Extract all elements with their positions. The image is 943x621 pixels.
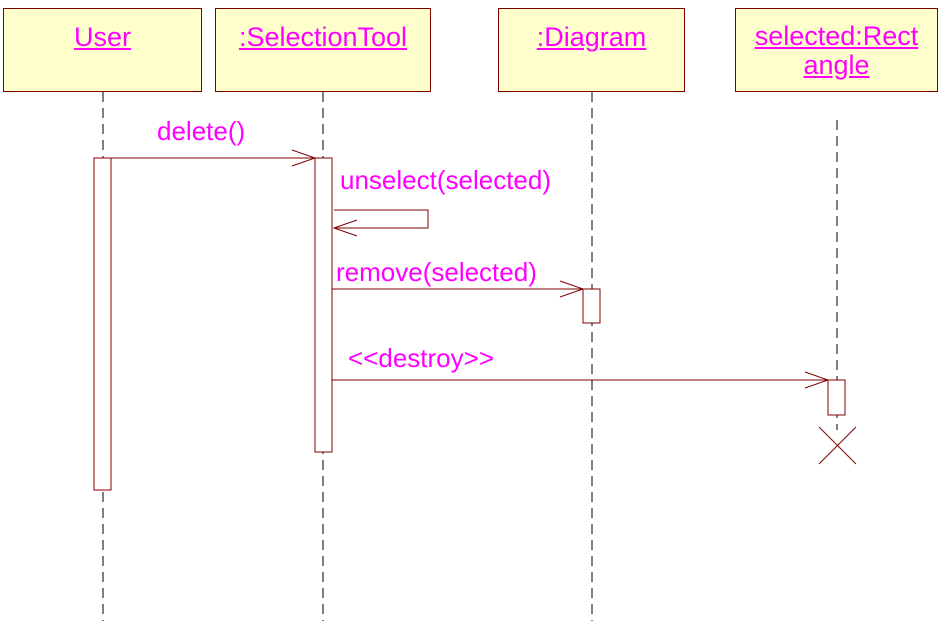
participant-user: User — [3, 8, 202, 92]
message-remove-arrow — [332, 280, 585, 298]
message-delete-label: delete() — [157, 116, 246, 146]
participant-rectangle-label-line1: selected:Rect — [754, 21, 919, 51]
activation-user — [93, 157, 112, 491]
destroy-x-icon — [818, 426, 857, 465]
participant-rectangle-label-line2: angle — [803, 50, 870, 80]
participant-diagram: :Diagram — [498, 8, 685, 92]
message-delete-arrow — [111, 149, 317, 167]
participant-diagram-label: :Diagram — [536, 22, 647, 52]
message-remove-label: remove(selected) — [336, 257, 537, 287]
message-destroy-label: <<destroy>> — [348, 343, 494, 373]
participant-selection-tool-label: :SelectionTool — [238, 22, 408, 52]
activation-diagram — [582, 288, 601, 324]
message-unselect-label: unselect(selected) — [340, 165, 551, 195]
participant-user-label: User — [73, 22, 131, 52]
participant-rectangle: selected:Rect angle — [735, 8, 938, 92]
participant-selection-tool: :SelectionTool — [215, 8, 431, 92]
activation-selection-tool — [314, 157, 333, 453]
message-unselect-arrow — [332, 209, 429, 237]
activation-rectangle — [827, 379, 846, 416]
message-destroy-arrow — [332, 371, 830, 389]
